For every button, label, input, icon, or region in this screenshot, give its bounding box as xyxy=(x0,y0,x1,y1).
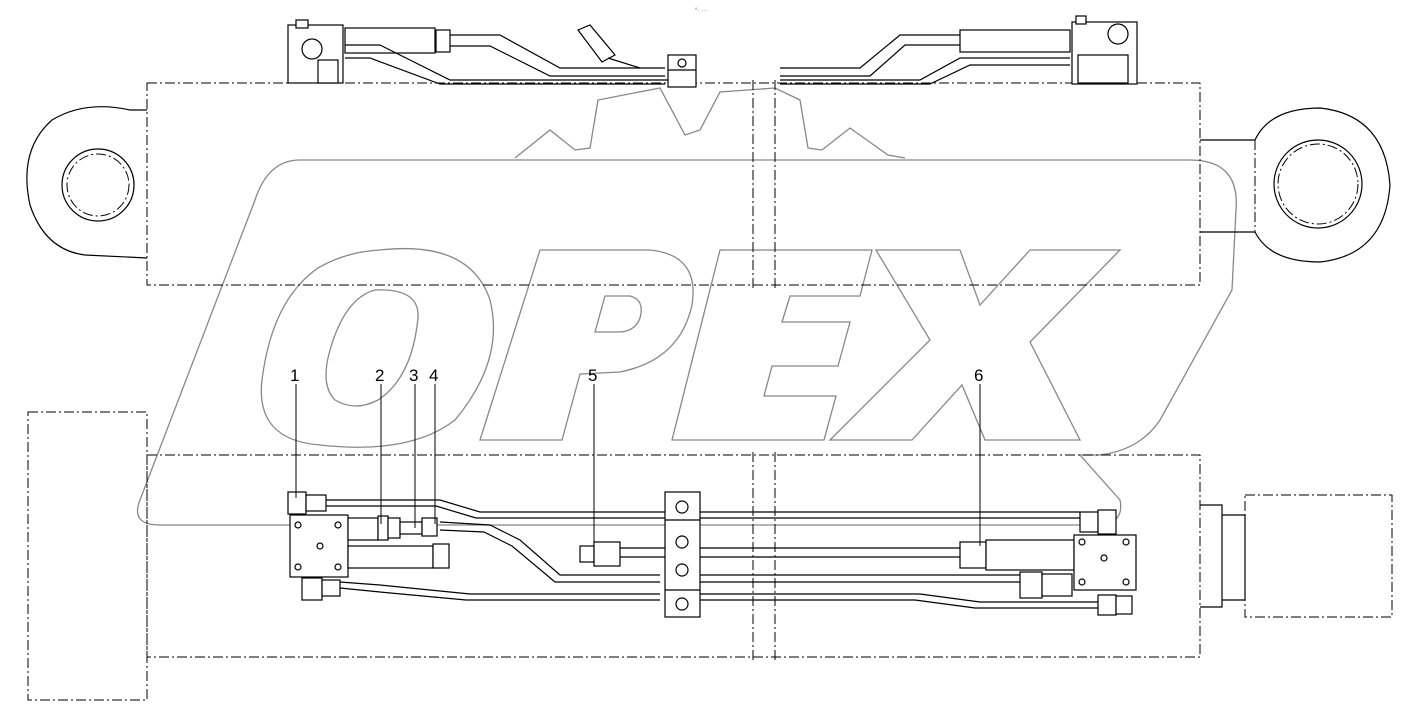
watermark-letter-o xyxy=(260,247,495,448)
left-mount-eye xyxy=(26,106,148,259)
fitting-3 xyxy=(399,521,423,535)
fitting-4 xyxy=(421,517,438,537)
rod-end xyxy=(1200,504,1223,608)
callout-1: 1 xyxy=(290,366,299,385)
valve-block-right xyxy=(1073,534,1137,591)
valve-body-6 xyxy=(985,539,1075,571)
callout-4: 4 xyxy=(429,366,438,385)
watermark-letter-x xyxy=(828,249,1122,441)
left-end-cap xyxy=(27,411,148,701)
header-mark: °· ··· xyxy=(695,8,707,14)
pipe-clamp-top xyxy=(667,54,697,88)
callout-5: 5 xyxy=(588,366,597,385)
valve-block-left xyxy=(289,514,349,578)
gear-icon xyxy=(514,87,906,159)
watermark-letter-e xyxy=(671,249,873,441)
fitting-5 xyxy=(593,541,621,567)
callout-3: 3 xyxy=(409,366,418,385)
valve-body-2 xyxy=(347,517,379,541)
watermark xyxy=(136,87,1237,526)
top-view: °· ··· xyxy=(26,8,1391,290)
callout-6: 6 xyxy=(974,366,983,385)
callouts: 1 2 3 4 5 6 xyxy=(290,366,983,550)
callout-2: 2 xyxy=(375,366,384,385)
watermark-frame xyxy=(136,159,1237,526)
right-mount-eye xyxy=(1200,107,1391,263)
watermark-letter-p xyxy=(479,249,694,441)
bottom-view xyxy=(27,411,1393,701)
